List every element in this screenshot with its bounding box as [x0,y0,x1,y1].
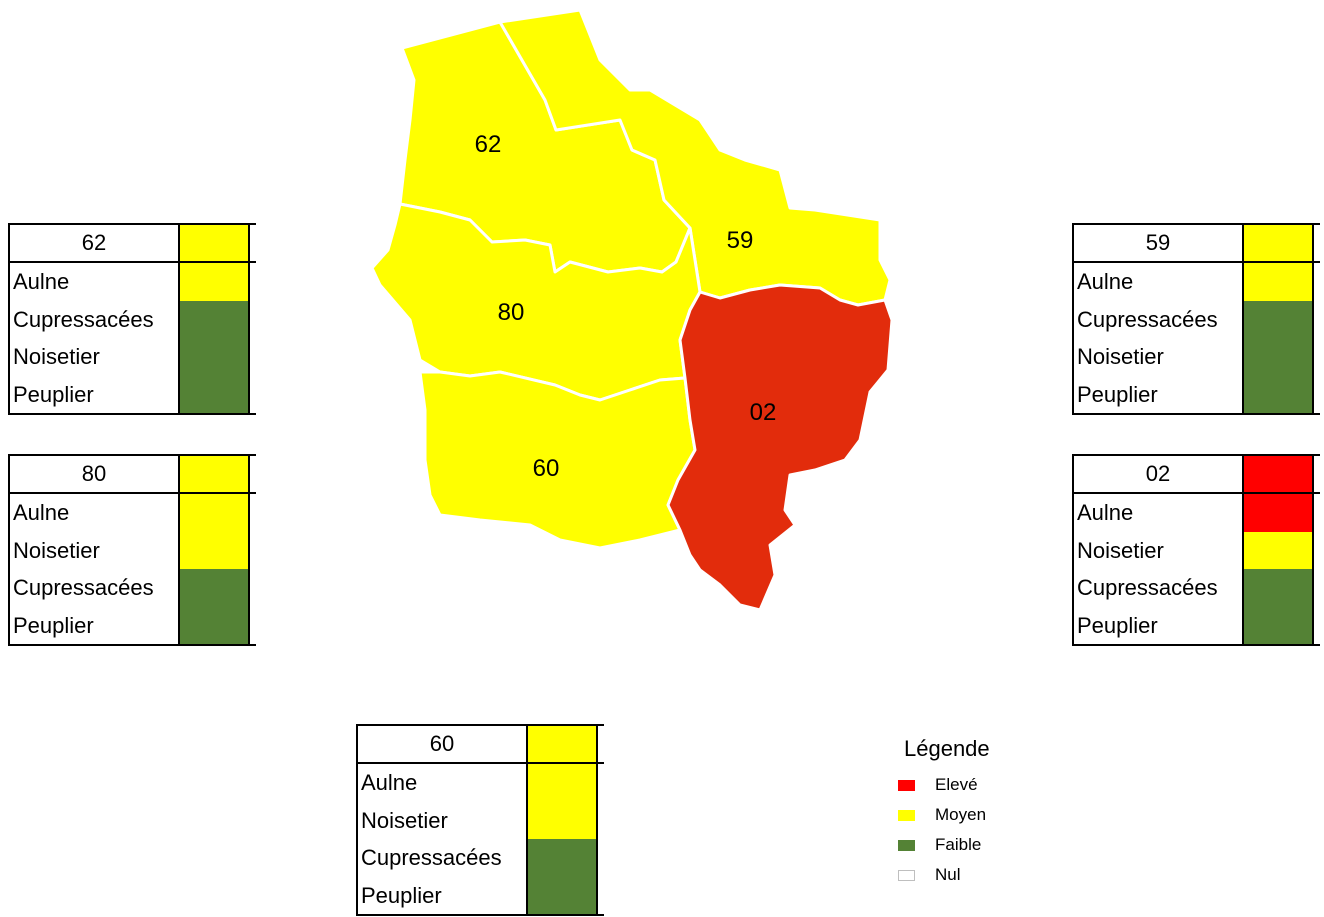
species-level-swatch [528,764,596,802]
species-name: Aulne [13,500,70,525]
species-name: Cupressacées [13,575,154,600]
species-level-swatch [180,494,248,532]
species-name: Noisetier [1077,344,1164,369]
table-overall-swatch [528,726,598,762]
legend-swatch [898,839,915,851]
species-name: Peuplier [361,882,442,908]
map-label-60: 60 [533,455,560,482]
species-name: Cupressacées [361,845,502,870]
table-header: 80 [10,456,256,494]
table-species-swatches [528,764,598,914]
species-level-swatch [1244,263,1312,301]
species-level-swatch [180,569,248,607]
species-name: Cupressacées [1077,575,1218,600]
species-level-swatch [1244,606,1312,644]
map-label-02: 02 [750,399,777,426]
species-name: Cupressacées [1077,306,1218,332]
table-species-swatches [1244,494,1314,644]
species-name: Peuplier [1077,381,1158,407]
legend-item: Faible [898,830,990,860]
species-name: Aulne [1077,269,1134,294]
legend-label: Nul [935,865,961,884]
map-label-80: 80 [498,299,525,326]
species-name: Peuplier [1077,612,1158,638]
species-level-swatch [180,338,248,376]
species-name: Aulne [1077,500,1134,525]
legend-item: Elevé [898,770,990,800]
table-code: 80 [10,456,180,492]
species-name: Peuplier [13,381,94,407]
department-02-shape [666,283,894,612]
table-code: 59 [1074,225,1244,261]
legend-item: Moyen [898,800,990,830]
species-level-swatch [180,263,248,301]
legend-swatch [898,809,915,821]
species-level-swatch [180,531,248,569]
species-level-swatch [180,300,248,338]
species-name: Noisetier [361,807,448,833]
map-label-59: 59 [727,227,754,254]
species-level-swatch [1244,300,1312,338]
species-name: Peuplier [13,612,94,638]
species-level-swatch [180,606,248,644]
table-overall-swatch [1244,225,1314,261]
species-level-swatch [1244,338,1312,376]
table-species-swatches [1244,263,1314,413]
species-name: Cupressacées [13,306,154,332]
map-label-62: 62 [475,131,502,158]
species-name: Aulne [361,770,418,795]
legend-title: Légende [904,736,990,761]
legend-label: Moyen [935,805,987,824]
table-overall-swatch [180,456,250,492]
species-level-swatch [180,375,248,413]
table-species-swatches [180,263,250,413]
legend-item: Nul [898,860,990,890]
species-name: Aulne [13,269,70,294]
species-level-swatch [528,839,596,877]
table-header: 59 [1074,225,1320,263]
legend-swatch [898,779,915,791]
species-level-swatch [1244,569,1312,607]
species-name: Noisetier [13,344,100,369]
table-overall-swatch [1244,456,1314,492]
legend-label: Faible [935,835,982,854]
species-level-swatch [1244,375,1312,413]
species-name: Noisetier [13,537,100,563]
table-overall-swatch [180,225,250,261]
species-level-swatch [1244,531,1312,569]
legend-swatch [898,869,915,881]
legend-label: Elevé [935,775,978,794]
table-code: 62 [10,225,180,261]
table-species-swatches [180,494,250,644]
table-code: 60 [358,726,528,762]
species-level-swatch [1244,494,1312,532]
species-level-swatch [528,876,596,914]
species-level-swatch [528,801,596,839]
species-name: Noisetier [1077,537,1164,563]
table-header: 02 [1074,456,1320,494]
table-header: 60 [358,726,604,764]
table-code: 02 [1074,456,1244,492]
table-header: 62 [10,225,256,263]
